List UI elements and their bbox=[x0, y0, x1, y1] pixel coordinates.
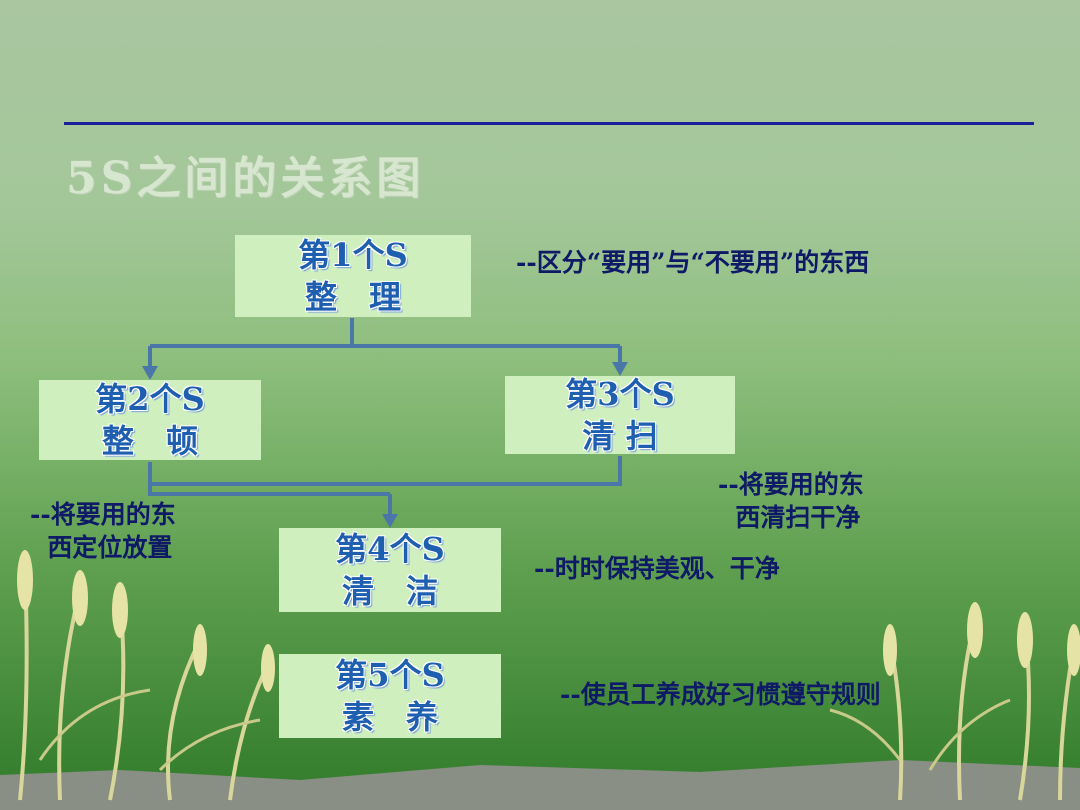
node-s3: 第3个S 清 扫 bbox=[505, 375, 735, 455]
node-s4-name: 清 洁 bbox=[341, 572, 438, 610]
note-s4: --时时保持美观、干净 bbox=[534, 554, 780, 583]
node-s5-number: 第5个S bbox=[335, 656, 445, 694]
arrowhead-s2 bbox=[142, 366, 158, 380]
node-s1-number: 第1个S bbox=[298, 236, 408, 274]
node-s1: 第1个S 整 理 bbox=[235, 235, 471, 317]
node-s4-number: 第4个S bbox=[335, 530, 445, 568]
connector-s2-down bbox=[148, 462, 390, 496]
page-title: 5S之间的关系图 bbox=[66, 153, 425, 204]
note-s1: --区分“要用”与“不要用”的东西 bbox=[516, 248, 870, 277]
node-s2: 第2个S 整 顿 bbox=[39, 380, 261, 460]
arrowhead-s3 bbox=[612, 362, 628, 376]
title-rule bbox=[64, 122, 1034, 125]
node-s2-name: 整 顿 bbox=[101, 422, 198, 460]
node-s2-number: 第2个S bbox=[95, 380, 205, 418]
connector-s3-down bbox=[150, 456, 622, 486]
node-s5-name: 素 养 bbox=[341, 698, 438, 736]
node-s4: 第4个S 清 洁 bbox=[279, 528, 501, 612]
node-s3-number: 第3个S bbox=[565, 375, 675, 413]
note-s2: --将要用的东 西定位放置 bbox=[30, 500, 176, 562]
node-s5: 第5个S 素 养 bbox=[279, 654, 501, 738]
note-s3: --将要用的东 西清扫干净 bbox=[718, 470, 864, 532]
node-s1-name: 整 理 bbox=[304, 278, 401, 316]
arrowhead-s4 bbox=[382, 514, 398, 528]
node-s3-name: 清 扫 bbox=[582, 417, 658, 455]
note-s5: --使员工养成好习惯遵守规则 bbox=[560, 680, 881, 709]
